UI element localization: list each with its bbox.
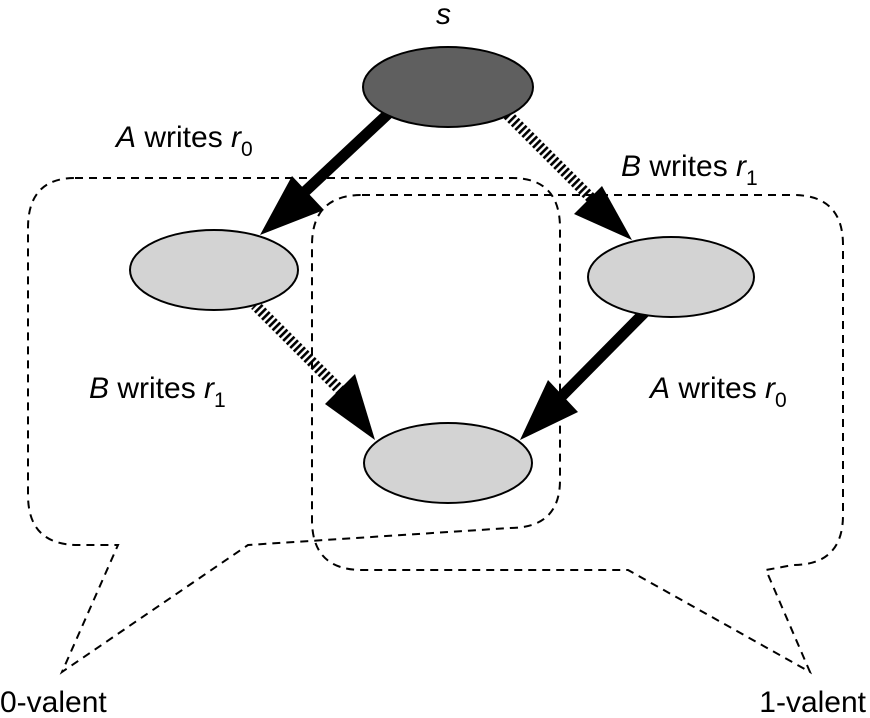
edge-bottom-right-arrowhead [520, 380, 578, 440]
verb: writes [670, 372, 765, 405]
register-subscript: 1 [214, 389, 226, 412]
edge-top-left-shaft [292, 107, 394, 205]
edge-bottom-left-arrowhead [325, 374, 375, 440]
bottom-state-node [363, 422, 533, 504]
actor: A [114, 121, 136, 154]
zero-valent-region [27, 177, 561, 675]
register: r [231, 121, 242, 154]
edge-bottom-right-label: A writes r0 [648, 372, 787, 412]
verb: writes [641, 150, 736, 183]
actor: B [89, 372, 109, 405]
verb: writes [136, 121, 231, 154]
one-valent-label: 1-valent [759, 686, 866, 718]
verb: writes [109, 372, 204, 405]
register-subscript: 1 [746, 167, 758, 190]
start-state-label: s [436, 0, 451, 31]
edge-bottom-left-label: B writes r1 [89, 372, 226, 412]
register: r [204, 372, 215, 405]
edge-top-left-arrowhead [260, 176, 324, 235]
register-subscript: 0 [775, 389, 787, 412]
left-state-node [129, 229, 299, 311]
right-state-node [587, 236, 755, 318]
actor: A [648, 372, 670, 405]
one-valent-region [311, 194, 844, 675]
edge-top-right-label: B writes r1 [621, 150, 758, 190]
edge-top-right-arrowhead [574, 186, 632, 240]
register: r [736, 150, 747, 183]
start-state-node [362, 46, 534, 128]
edge-top-right-shaft [501, 108, 595, 202]
actor: B [621, 150, 641, 183]
register: r [765, 372, 776, 405]
register-subscript: 0 [241, 138, 253, 161]
edge-bottom-right-shaft [551, 308, 649, 407]
zero-valent-label: 0-valent [0, 686, 107, 718]
edge-bottom-left-shaft [251, 301, 347, 397]
edge-top-left-label: A writes r0 [114, 121, 253, 161]
